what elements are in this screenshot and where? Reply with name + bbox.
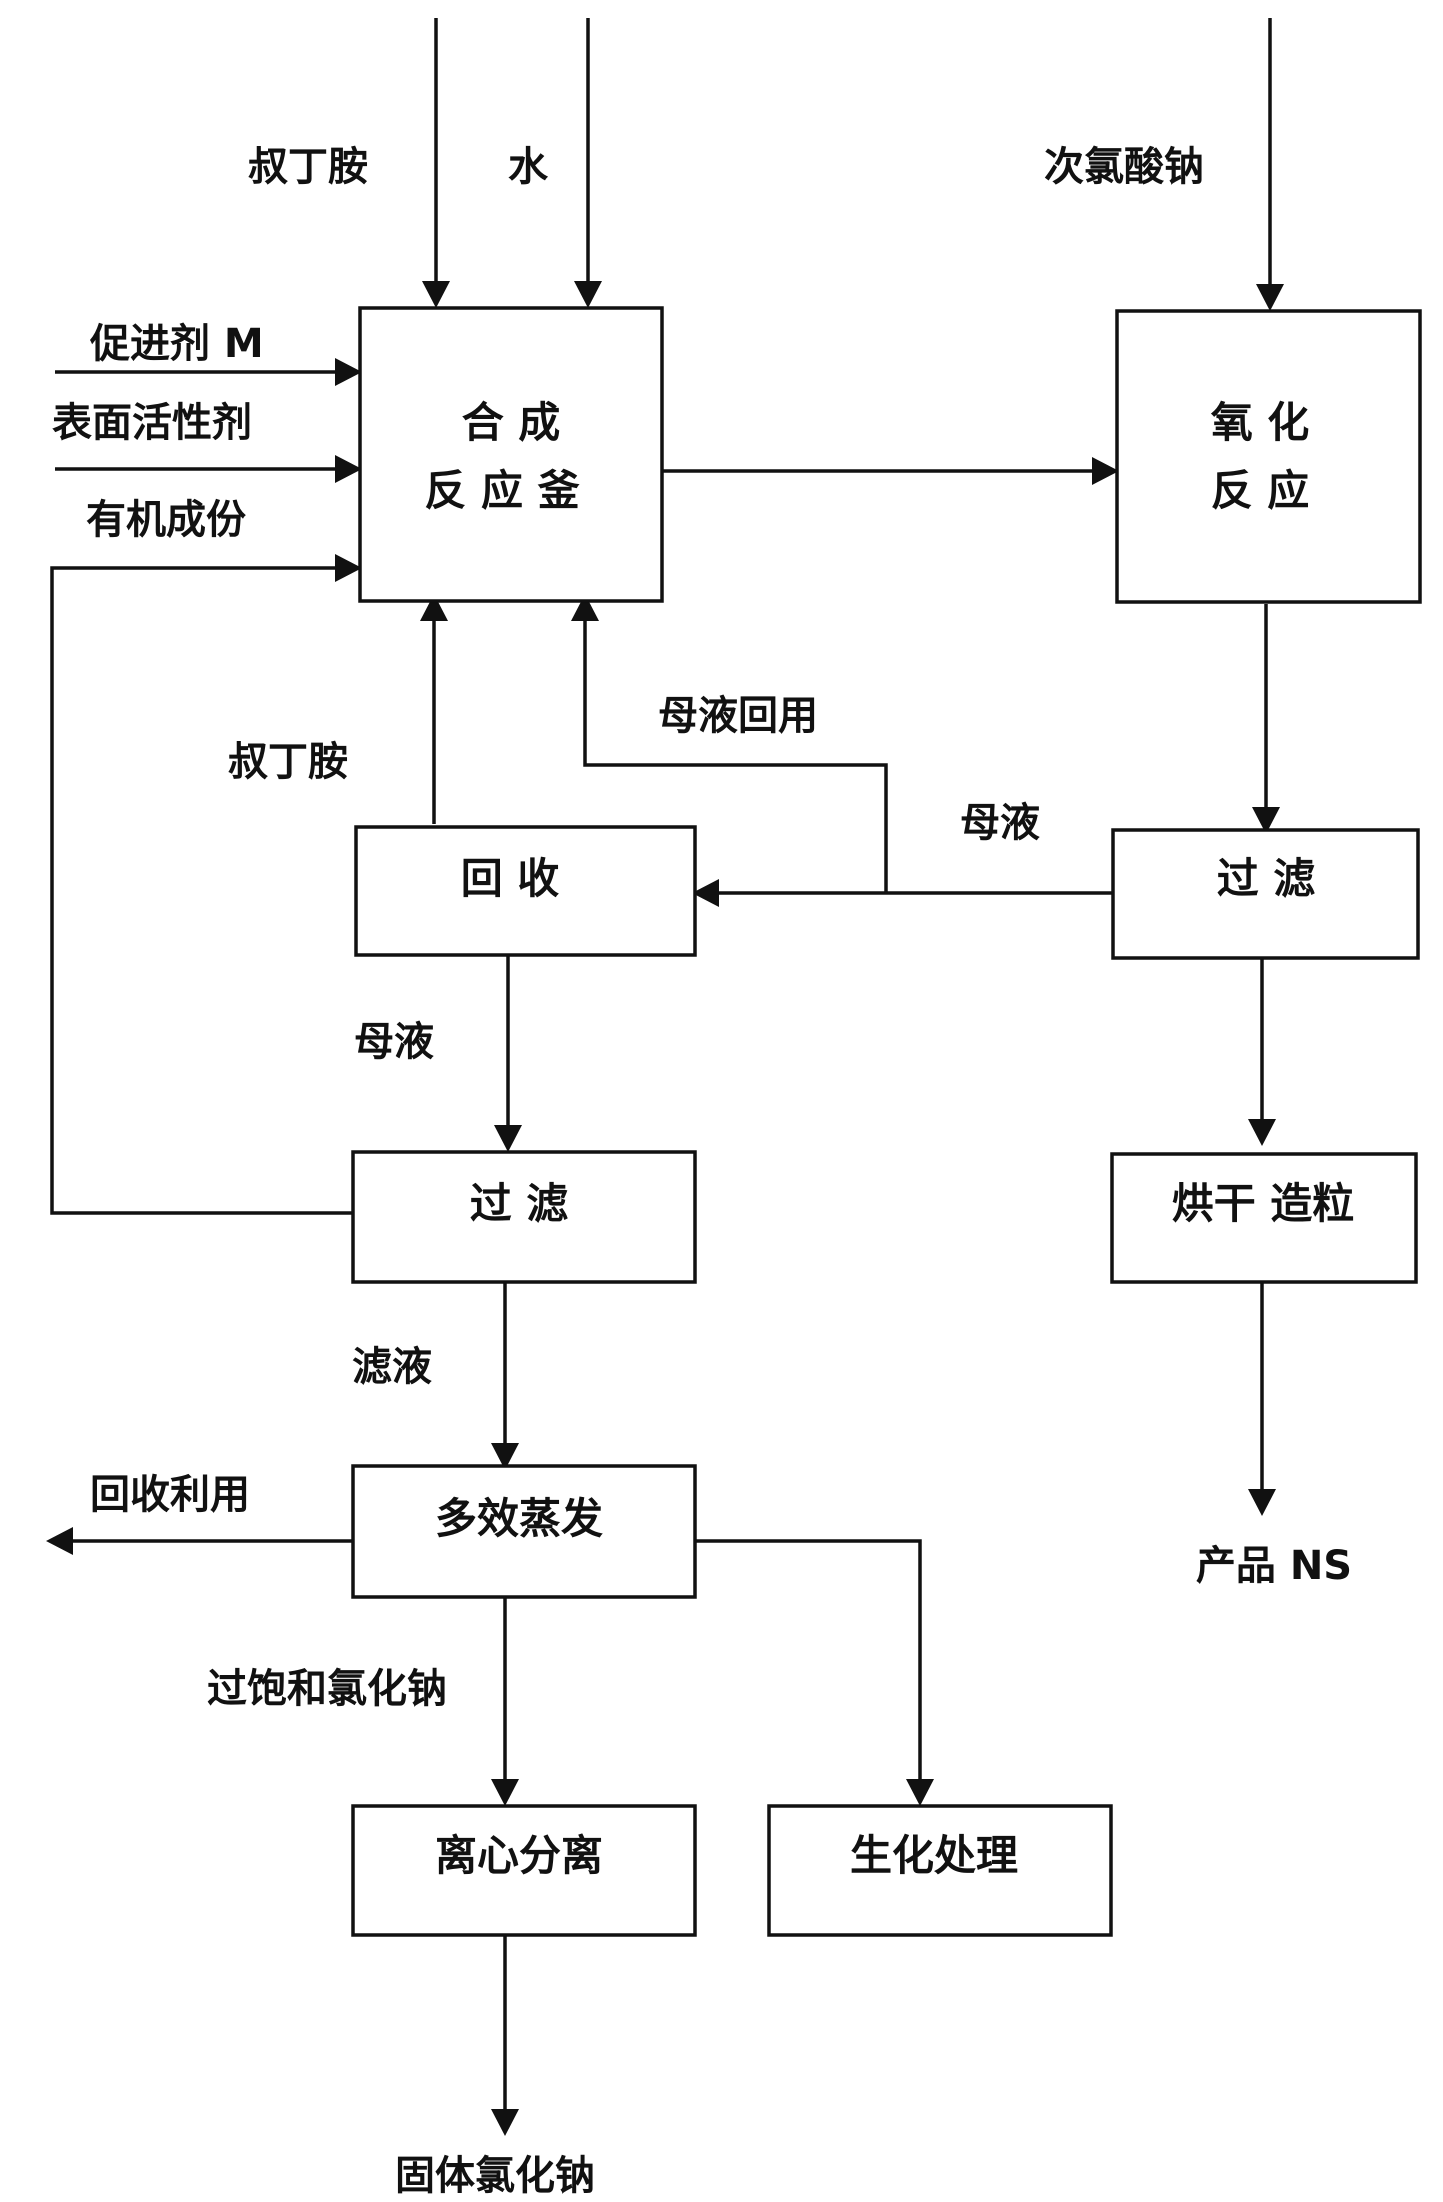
box-oxidation-line1: 氧 化 — [1211, 398, 1310, 447]
box-filter-right-label: 过 滤 — [1217, 854, 1316, 903]
arrowhead-right — [335, 358, 362, 386]
box-synthesis-line1: 合 成 — [462, 398, 561, 447]
box-filter-right: 过 滤 — [1111, 828, 1420, 960]
label-recycle-use: 回收利用 — [90, 1472, 250, 1518]
label-tert-butylamine-recycle: 叔丁胺 — [228, 739, 348, 785]
label-solid-nacl: 固体氯化钠 — [395, 2153, 595, 2199]
arrowhead-down — [906, 1779, 934, 1806]
box-drying-label: 烘干 造粒 — [1172, 1179, 1355, 1228]
label-mother-liquor-right: 母液 — [960, 800, 1040, 846]
arrowhead-right — [335, 455, 362, 483]
box-filter-left-label: 过 滤 — [470, 1179, 569, 1228]
box-biochemical-treatment: 生化处理 — [767, 1804, 1113, 1937]
box-evaporation-label: 多效蒸发 — [435, 1494, 603, 1543]
arrowhead-down — [574, 281, 602, 308]
box-centrifuge: 离心分离 — [351, 1804, 697, 1937]
box-multi-effect-evaporation: 多效蒸发 — [351, 1464, 697, 1599]
arrowhead-left — [46, 1527, 73, 1555]
box-oxidation-reaction: 氧 化 反 应 — [1115, 309, 1422, 604]
arrowhead-down — [1248, 1489, 1276, 1516]
label-organic-component: 有机成份 — [86, 497, 246, 543]
label-supersaturated-nacl: 过饱和氯化钠 — [207, 1666, 447, 1712]
edge-left-filter-organic-loop — [50, 566, 353, 1215]
label-filtrate: 滤液 — [352, 1344, 432, 1390]
arrowhead-down — [491, 1443, 519, 1470]
arrowhead-down — [422, 281, 450, 308]
arrowhead-left — [692, 879, 719, 907]
label-surfactant: 表面活性剂 — [52, 400, 252, 446]
box-centrifuge-label: 离心分离 — [435, 1831, 603, 1880]
label-tert-butylamine-input: 叔丁胺 — [248, 144, 368, 190]
arrowheads — [46, 281, 1284, 2136]
box-filter-left: 过 滤 — [351, 1150, 697, 1284]
label-mother-liquor-left: 母液 — [354, 1019, 434, 1065]
label-mother-liquor-reuse: 母液回用 — [658, 693, 818, 739]
box-synthesis-line2: 反 应 釜 — [424, 466, 579, 515]
box-drying-granulation: 烘干 造粒 — [1110, 1152, 1418, 1284]
arrowhead-down — [1256, 284, 1284, 311]
edge-evaporation-to-biochem — [695, 1539, 922, 1780]
arrowhead-right — [1092, 457, 1119, 485]
arrowhead-down — [1248, 1119, 1276, 1146]
arrowhead-down — [491, 2109, 519, 2136]
label-sodium-hypochlorite-input: 次氯酸钠 — [1044, 144, 1204, 190]
arrowhead-up — [420, 594, 448, 621]
label-product-ns: 产品 NS — [1196, 1543, 1352, 1589]
label-water-input: 水 — [508, 144, 549, 190]
edge-labels: 叔丁胺 水 次氯酸钠 促进剂 M 表面活性剂 有机成份 母液回用 叔丁胺 母液 … — [52, 144, 1352, 2199]
edge-mother-liquor-reuse — [583, 620, 888, 893]
arrowhead-down — [1252, 807, 1280, 834]
box-biochem-label: 生化处理 — [850, 1831, 1018, 1880]
arrowhead-right — [335, 554, 362, 582]
connectors — [50, 18, 1272, 2110]
arrowhead-up — [571, 594, 599, 621]
box-oxidation-line2: 反 应 — [1211, 466, 1310, 515]
arrowhead-down — [491, 1779, 519, 1806]
box-recovery-label: 回 收 — [461, 854, 560, 903]
box-synthesis-reactor: 合 成 反 应 釜 — [358, 306, 664, 603]
label-promoter-m: 促进剂 M — [89, 321, 264, 367]
box-recovery: 回 收 — [354, 825, 697, 957]
arrowhead-down — [494, 1125, 522, 1152]
